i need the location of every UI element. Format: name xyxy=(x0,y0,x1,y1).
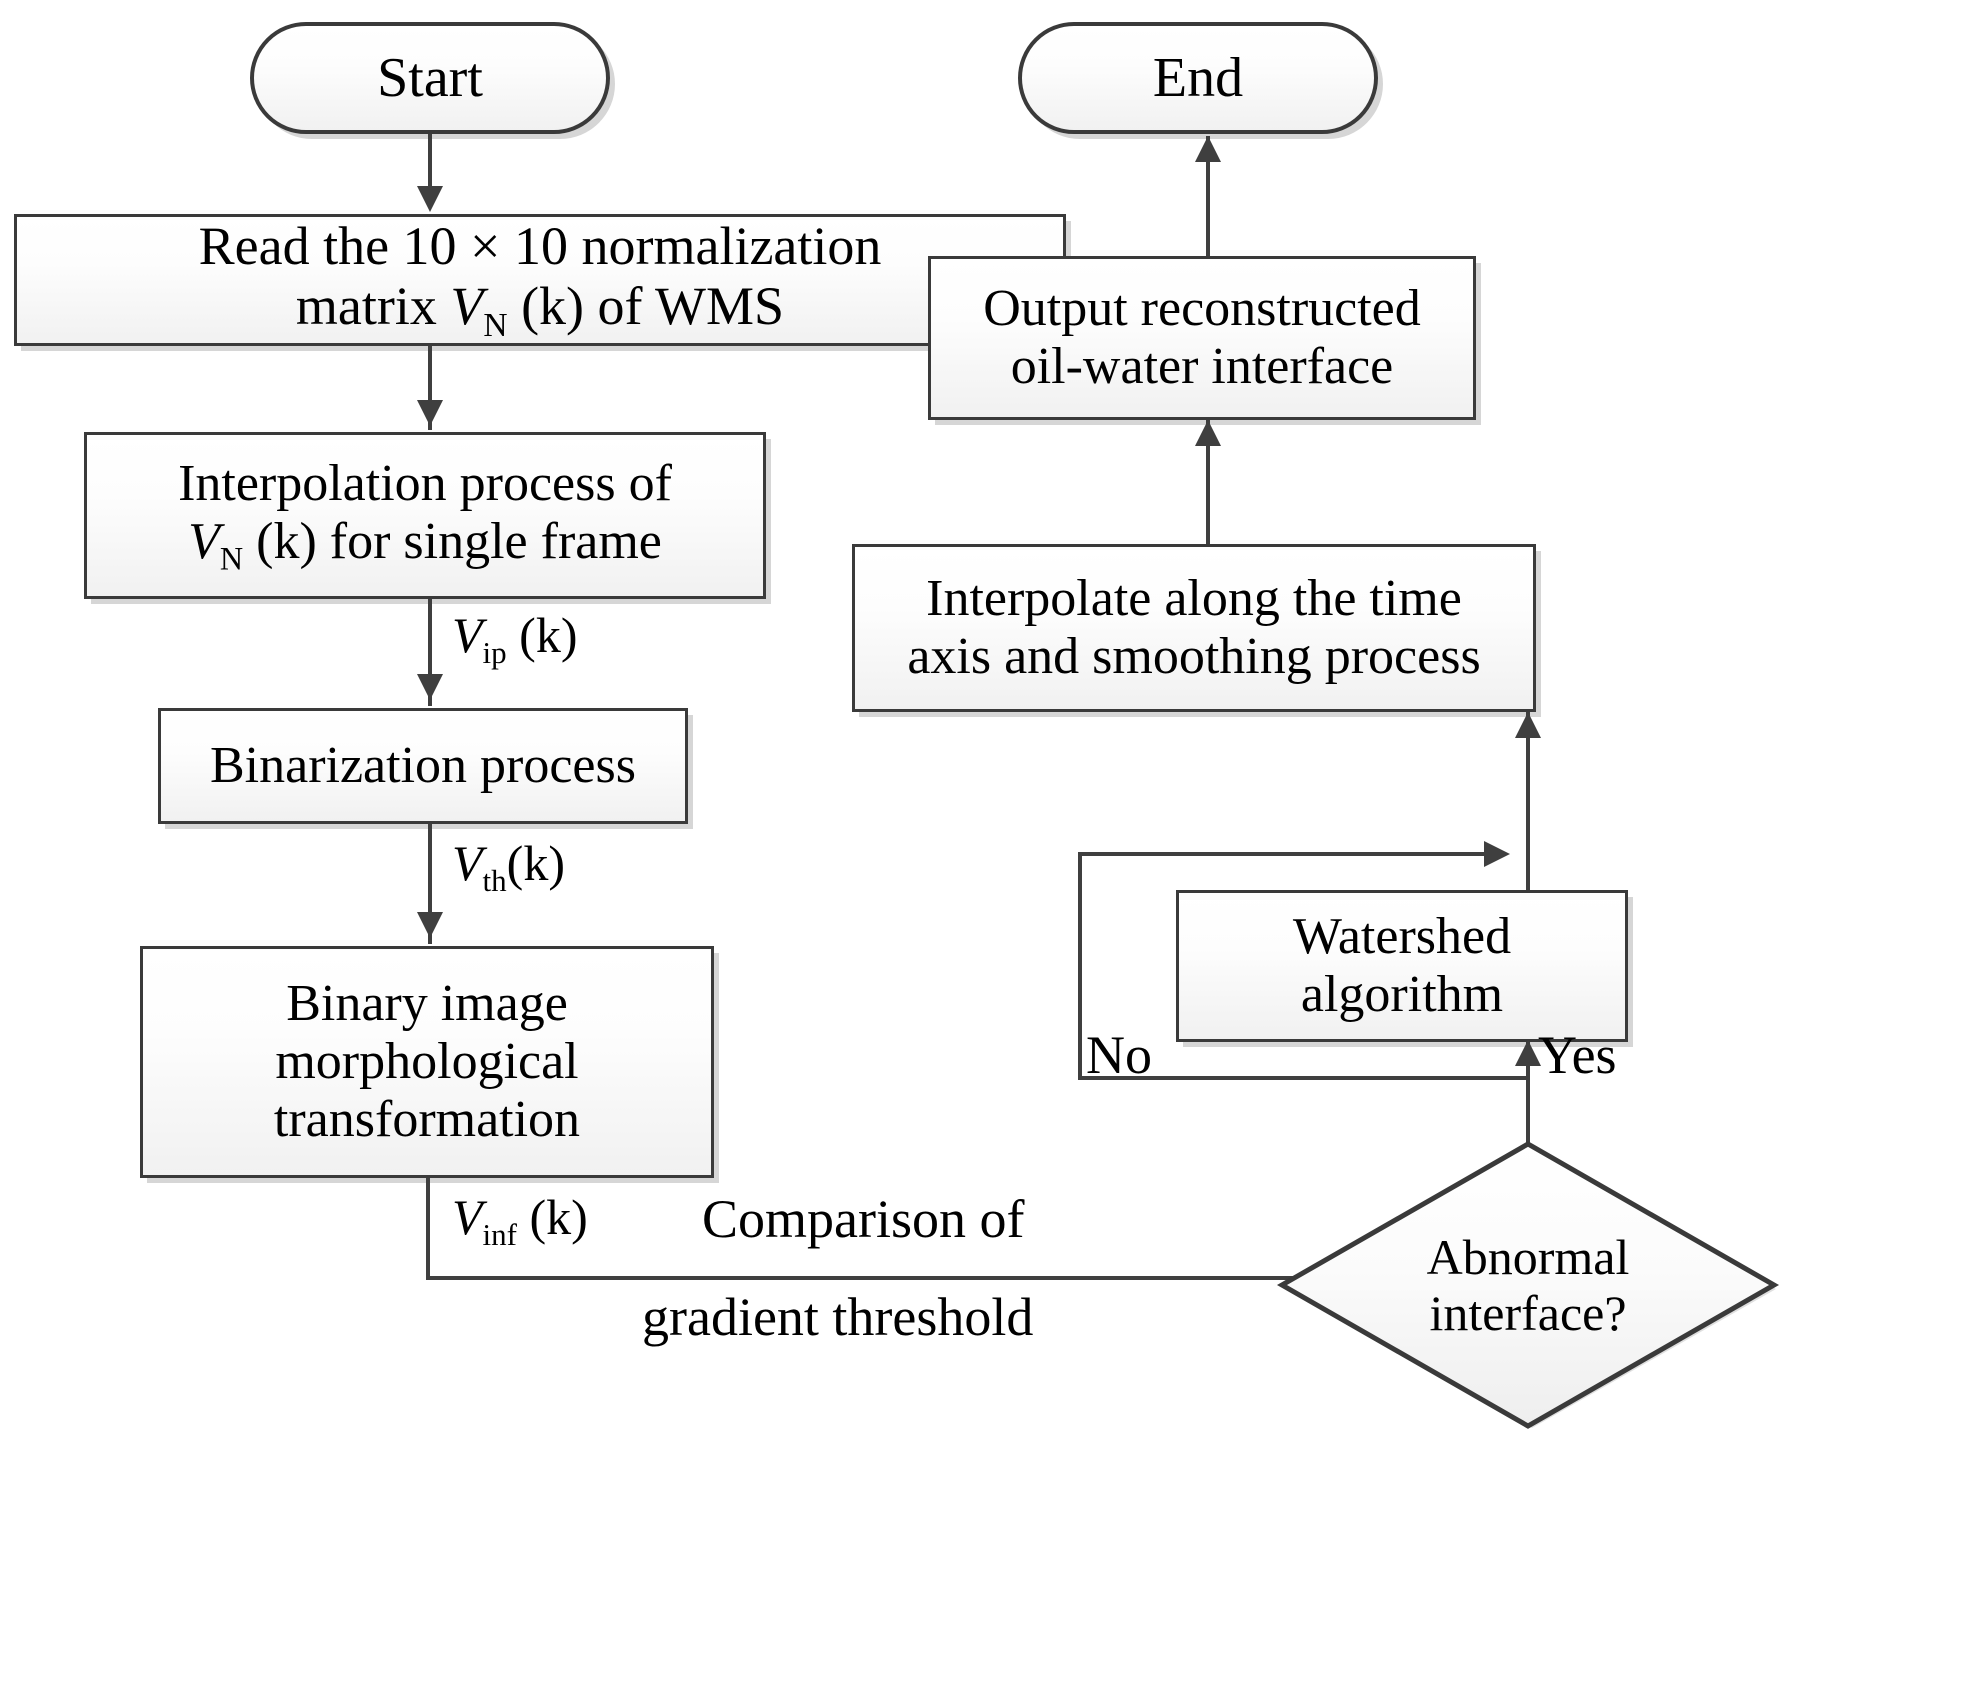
edge-morph-down-segment xyxy=(426,1178,430,1280)
edge-read-to-interp xyxy=(428,346,432,430)
edge-label-v-inf: Vinf (k) xyxy=(452,1189,588,1252)
node-morphological-line1: Binary image xyxy=(286,974,568,1032)
node-watershed-label: Watershed algorithm xyxy=(1292,907,1512,1023)
node-interpolation-line1: Interpolation process of xyxy=(178,454,672,512)
node-end[interactable]: End xyxy=(1018,22,1378,134)
edge-interp-to-binarization xyxy=(428,599,432,706)
node-interpolate-time-axis[interactable]: Interpolate along the time axis and smoo… xyxy=(852,544,1536,712)
edge-label-comparison-line1: Comparison of xyxy=(702,1189,1025,1249)
arrow-read-to-interp-icon xyxy=(417,400,443,426)
node-read-matrix-line1: Read the 10 × 10 normalization xyxy=(198,215,882,276)
arrow-decision-to-watershed-icon xyxy=(1515,1040,1541,1066)
node-watershed-algorithm[interactable]: Watershed algorithm xyxy=(1176,890,1628,1042)
node-morphological-transformation[interactable]: Binary image morphological transformatio… xyxy=(140,946,714,1178)
node-morphological-line2: morphological xyxy=(275,1032,579,1090)
node-start-label: Start xyxy=(377,46,483,109)
node-output-interface[interactable]: Output reconstructed oil-water interface xyxy=(928,256,1476,420)
edge-center-riser xyxy=(1526,712,1530,892)
node-binarization[interactable]: Binarization process xyxy=(158,708,688,824)
edge-label-v-ip: Vip (k) xyxy=(452,607,578,670)
node-interptime-line1: Interpolate along the time xyxy=(926,569,1462,627)
arrow-no-loop-icon xyxy=(1484,841,1510,867)
edge-output-to-end xyxy=(1206,136,1210,258)
node-output-line2: oil-water interface xyxy=(1010,338,1394,395)
edge-no-loop-top xyxy=(1078,852,1490,856)
node-interpolation-line2: VN (k) for single frame xyxy=(188,512,662,577)
arrow-interp-to-binarization-icon xyxy=(417,674,443,700)
node-binarization-label: Binarization process xyxy=(210,736,636,794)
edge-binarization-to-morphological xyxy=(428,824,432,944)
arrow-binarization-to-morphological-icon xyxy=(417,912,443,938)
arrow-start-to-read-icon xyxy=(417,186,443,212)
node-interpolation-single-frame[interactable]: Interpolation process of VN (k) for sing… xyxy=(84,432,766,599)
edge-start-to-read xyxy=(428,134,432,192)
arrow-interptime-to-output-icon xyxy=(1195,420,1221,446)
node-morphological-line3: transformation xyxy=(273,1091,581,1149)
edge-label-yes: Yes xyxy=(1538,1025,1617,1085)
arrow-center-riser-icon xyxy=(1515,712,1541,738)
node-start[interactable]: Start xyxy=(250,22,610,134)
node-decision-abnormal-interface[interactable]: Abnormal interface? xyxy=(1274,1140,1782,1430)
arrow-output-to-end-icon xyxy=(1195,136,1221,162)
decision-diamond-icon xyxy=(1276,1141,1780,1429)
node-interptime-line2: axis and smoothing process xyxy=(907,628,1481,685)
node-output-line1: Output reconstructed xyxy=(983,279,1421,337)
node-read-matrix[interactable]: Read the 10 × 10 normalization matrix VN… xyxy=(14,214,1066,346)
edge-interptime-to-output xyxy=(1206,420,1210,546)
edge-no-loop-vertical xyxy=(1078,852,1082,1080)
node-decision-line2: interface? xyxy=(1429,1285,1627,1341)
node-end-label: End xyxy=(1152,46,1244,109)
edge-label-comparison-line2: gradient threshold xyxy=(642,1287,1034,1347)
edge-no-loop-bottom xyxy=(1078,1076,1526,1080)
edge-label-v-th: Vth(k) xyxy=(452,835,565,898)
edge-decision-to-watershed xyxy=(1526,1042,1530,1146)
node-decision-line1: Abnormal xyxy=(1426,1229,1630,1285)
edge-bottom-bus xyxy=(426,1276,1530,1280)
edge-label-no: No xyxy=(1086,1025,1152,1085)
node-read-matrix-line2: matrix VN (k) of WMS xyxy=(295,276,785,344)
